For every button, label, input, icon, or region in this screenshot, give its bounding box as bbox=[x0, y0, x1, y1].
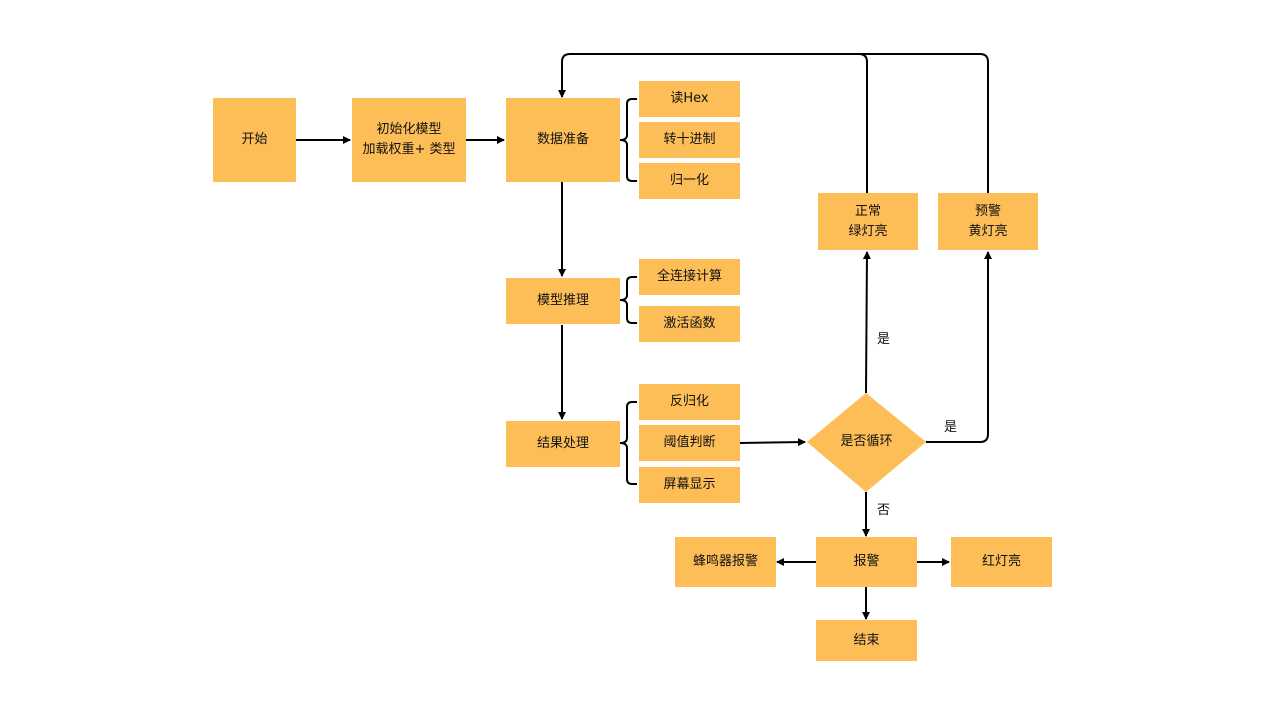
node-result-proc-label: 结果处理 bbox=[536, 436, 589, 451]
node-red-light-label: 红灯亮 bbox=[981, 554, 1021, 569]
node-start-label: 开始 bbox=[241, 132, 268, 147]
bracket-result-proc bbox=[619, 401, 637, 485]
node-denormalize-label: 反归化 bbox=[669, 394, 709, 409]
node-read-hex: 读Hex bbox=[639, 81, 740, 117]
node-red-light: 红灯亮 bbox=[951, 537, 1052, 587]
node-start: 开始 bbox=[213, 98, 296, 182]
node-buzzer: 蜂鸣器报警 bbox=[675, 537, 776, 587]
node-read-hex-label: 读Hex bbox=[670, 91, 709, 106]
node-init-model: 初始化模型 加载权重+ 类型 bbox=[352, 98, 466, 182]
node-model-infer-label: 模型推理 bbox=[536, 293, 589, 308]
edge-label-no-down: 否 bbox=[877, 503, 891, 518]
node-screen: 屏幕显示 bbox=[639, 467, 740, 503]
arrow-threshold-to-decision bbox=[739, 438, 806, 447]
node-end-label: 结束 bbox=[853, 632, 880, 648]
arrow-decision-to-normal bbox=[862, 251, 871, 394]
node-buzzer-label: 蜂鸣器报警 bbox=[692, 554, 758, 569]
decision-diamond bbox=[807, 393, 926, 492]
node-threshold-label: 阈值判断 bbox=[663, 435, 716, 450]
node-alarm-label: 报警 bbox=[853, 554, 880, 569]
node-init-line1: 初始化模型 bbox=[376, 122, 442, 137]
node-normal-line1: 正常 bbox=[854, 203, 881, 219]
bracket-model-infer bbox=[619, 276, 637, 324]
node-to-decimal-label: 转十进制 bbox=[663, 132, 716, 147]
node-result-proc: 结果处理 bbox=[506, 421, 620, 467]
node-screen-label: 屏幕显示 bbox=[663, 477, 716, 492]
node-activation-label: 激活函数 bbox=[663, 316, 716, 331]
node-warning: 预警 黄灯亮 bbox=[938, 193, 1038, 250]
edge-label-yes-right: 是 bbox=[944, 420, 958, 435]
node-normalize: 归一化 bbox=[639, 163, 740, 199]
edge-label-yes-up: 是 bbox=[877, 332, 891, 347]
loop-back-to-data-prep bbox=[558, 53, 989, 193]
node-data-prep: 数据准备 bbox=[506, 98, 620, 182]
node-fully-connected-label: 全连接计算 bbox=[656, 269, 722, 284]
arrow-decision-to-warning bbox=[926, 251, 992, 443]
node-init-line2: 加载权重+ 类型 bbox=[362, 142, 456, 157]
node-normalize-label: 归一化 bbox=[669, 173, 709, 188]
node-model-infer: 模型推理 bbox=[506, 278, 620, 324]
node-normal: 正常 绿灯亮 bbox=[818, 193, 918, 250]
node-end: 结束 bbox=[816, 620, 917, 661]
loop-normal-to-top bbox=[858, 53, 868, 193]
node-activation: 激活函数 bbox=[639, 306, 740, 342]
decision-label: 是否循环 bbox=[840, 434, 893, 449]
node-data-prep-label: 数据准备 bbox=[536, 132, 589, 147]
node-warning-line1: 预警 bbox=[974, 203, 1001, 219]
node-threshold: 阈值判断 bbox=[639, 425, 740, 461]
node-normal-line2: 绿灯亮 bbox=[848, 223, 888, 239]
node-alarm: 报警 bbox=[816, 537, 917, 587]
node-denormalize: 反归化 bbox=[639, 384, 740, 420]
node-fully-connected: 全连接计算 bbox=[639, 259, 740, 295]
node-to-decimal: 转十进制 bbox=[639, 122, 740, 158]
bracket-data-prep bbox=[619, 98, 637, 182]
node-warning-line2: 黄灯亮 bbox=[968, 223, 1008, 239]
